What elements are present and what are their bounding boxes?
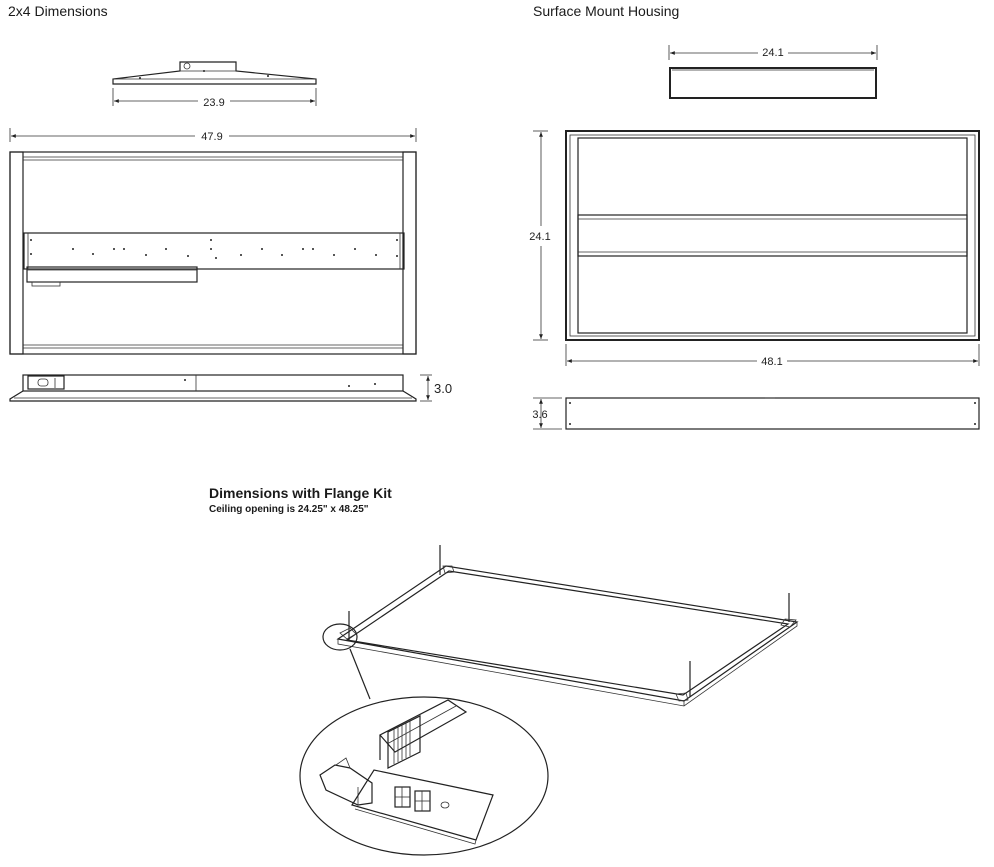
housing-side-view — [565, 397, 980, 430]
dimension-housing-width: 24.1 — [529, 130, 551, 341]
dimension-housing-length: 48.1 — [565, 344, 980, 368]
housing-plan-view — [565, 130, 980, 341]
flange-kit-isometric — [336, 545, 799, 707]
section-title-surface-mount: Surface Mount Housing — [533, 3, 680, 19]
housing-end-view — [669, 67, 877, 99]
dimension-overall-length: 47.9 — [9, 128, 417, 143]
dimension-end-width: 23.9 — [112, 88, 317, 109]
dimension-label-housing-width: 24.1 — [529, 231, 550, 243]
dimension-label-housing-length: 48.1 — [761, 356, 782, 368]
channel-holes — [30, 239, 398, 259]
dimension-label-housing-end-width: 24.1 — [762, 47, 783, 59]
dimension-label-overall-length: 47.9 — [201, 131, 222, 143]
section-title-2x4: 2x4 Dimensions — [8, 3, 108, 19]
dimension-housing-end-width: 24.1 — [668, 45, 878, 60]
dimension-housing-depth: 3.6 — [532, 397, 562, 430]
side-view-2x4 — [9, 374, 417, 402]
end-view-2x4 — [112, 61, 317, 85]
dimension-depth: 3.0 — [420, 374, 452, 402]
detail-bracket — [319, 699, 494, 845]
dimension-label-end-width: 23.9 — [203, 97, 224, 109]
flange-kit-subtitle: Ceiling opening is 24.25" x 48.25" — [209, 504, 369, 515]
detail-callout — [299, 623, 549, 856]
plan-view-2x4 — [9, 151, 417, 355]
dimension-label-depth: 3.0 — [434, 381, 452, 396]
dimension-label-housing-depth: 3.6 — [532, 409, 547, 421]
section-title-flange-kit: Dimensions with Flange Kit — [209, 485, 392, 501]
